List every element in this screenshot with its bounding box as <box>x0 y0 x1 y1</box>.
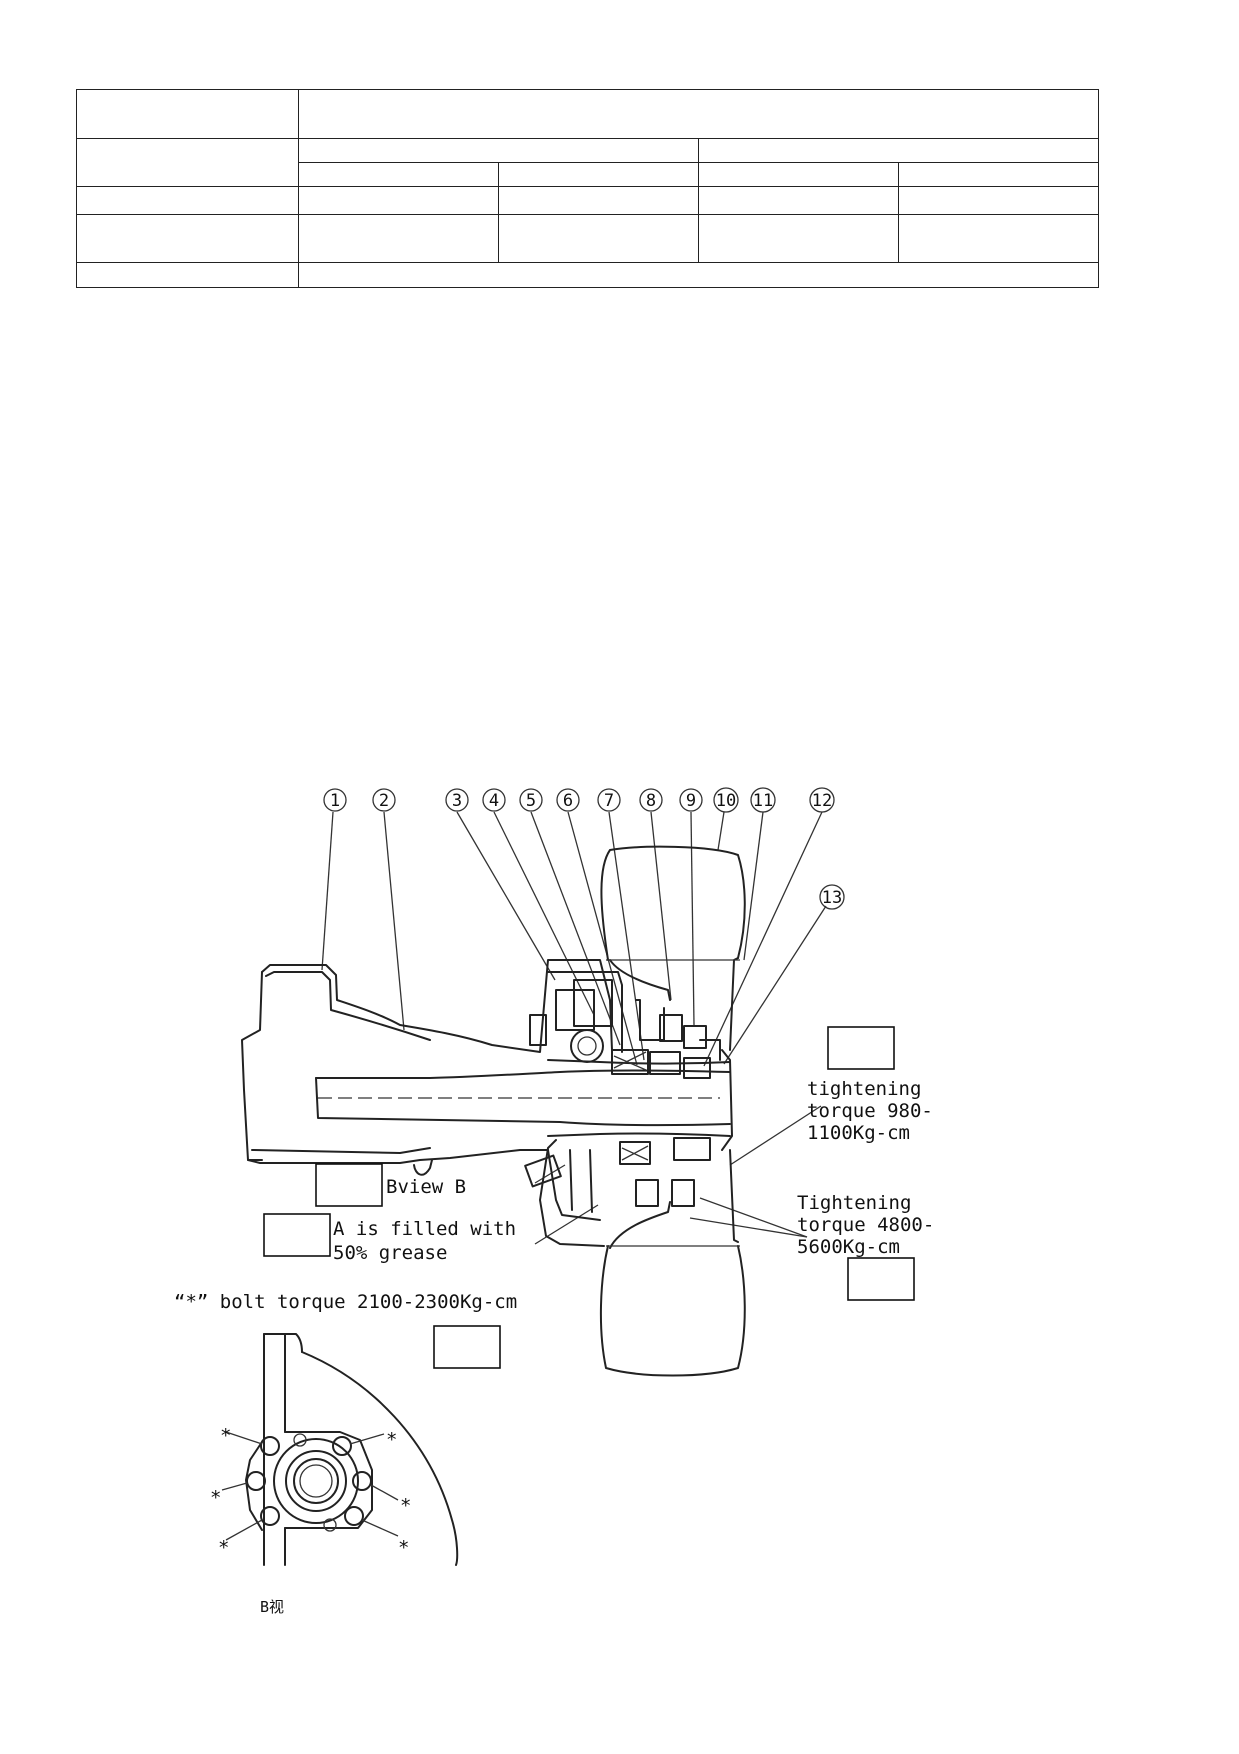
torque-980-line3: 1100Kg-cm <box>807 1122 910 1144</box>
view-b-note: Bview B <box>386 1176 466 1198</box>
table-cell <box>76 214 299 263</box>
asterisk-mark: * <box>398 1537 409 1559</box>
label-box <box>433 1325 501 1369</box>
torque-980-line1: tightening <box>807 1078 921 1100</box>
axle-shaft <box>315 1059 731 1137</box>
callout-11: 11 <box>753 791 773 811</box>
callout-5: 5 <box>526 791 536 811</box>
callout-9: 9 <box>686 791 696 811</box>
callout-4: 4 <box>489 791 499 811</box>
tire-upper <box>600 845 746 961</box>
asterisk-mark: * <box>210 1487 221 1509</box>
label-box <box>827 1026 895 1070</box>
table-row <box>76 186 1099 215</box>
brake-hub-assembly <box>524 971 721 1247</box>
torque-980-line2: torque 980- <box>807 1100 933 1122</box>
table-cell <box>76 138 299 187</box>
grease-note-line1: A is filled with <box>333 1218 516 1240</box>
table-cell <box>498 186 699 215</box>
asterisk-mark: * <box>400 1495 411 1517</box>
table-cell <box>698 186 899 215</box>
callout-10: 10 <box>716 791 736 811</box>
table-cell <box>76 262 299 288</box>
table-cell <box>898 214 1099 263</box>
grease-note-line2: 50% grease <box>333 1242 447 1264</box>
callout-13: 13 <box>822 888 842 908</box>
leader-lines <box>321 811 827 1245</box>
label-box <box>263 1213 331 1257</box>
asterisk-mark: * <box>220 1425 231 1447</box>
callout-markers: 1 2 3 4 5 6 7 8 9 10 11 12 13 <box>323 787 845 910</box>
table-row <box>76 262 1099 288</box>
callout-8: 8 <box>646 791 656 811</box>
torque-4800-line2: torque 4800- <box>797 1214 934 1236</box>
spec-table <box>76 89 1099 288</box>
view-b-detail: * * * * * * B视 <box>210 1333 459 1616</box>
table-cell <box>298 262 1099 288</box>
callout-6: 6 <box>563 791 573 811</box>
callout-7: 7 <box>604 791 614 811</box>
axle-housing <box>241 959 613 1176</box>
table-cell <box>898 162 1099 187</box>
bolt-torque-note: “*” bolt torque 2100-2300Kg-cm <box>174 1291 517 1313</box>
table-cell <box>298 186 499 215</box>
wheel-rim <box>609 957 739 1249</box>
torque-4800-line1: Tightening <box>797 1192 911 1214</box>
table-cell <box>298 214 499 263</box>
view-b-caption: B视 <box>260 1598 284 1616</box>
table-row <box>77 162 1099 187</box>
callout-2: 2 <box>379 791 389 811</box>
asterisk-mark: * <box>218 1537 229 1559</box>
table-cell <box>298 162 499 187</box>
torque-4800-line3: 5600Kg-cm <box>797 1236 900 1258</box>
callout-1: 1 <box>330 791 340 811</box>
tire-lower <box>599 1245 746 1377</box>
table-cell <box>898 186 1099 215</box>
label-box <box>315 1163 383 1207</box>
callout-12: 12 <box>812 791 832 811</box>
label-box <box>847 1257 915 1301</box>
asterisk-mark: * <box>386 1429 397 1451</box>
callout-3: 3 <box>452 791 462 811</box>
